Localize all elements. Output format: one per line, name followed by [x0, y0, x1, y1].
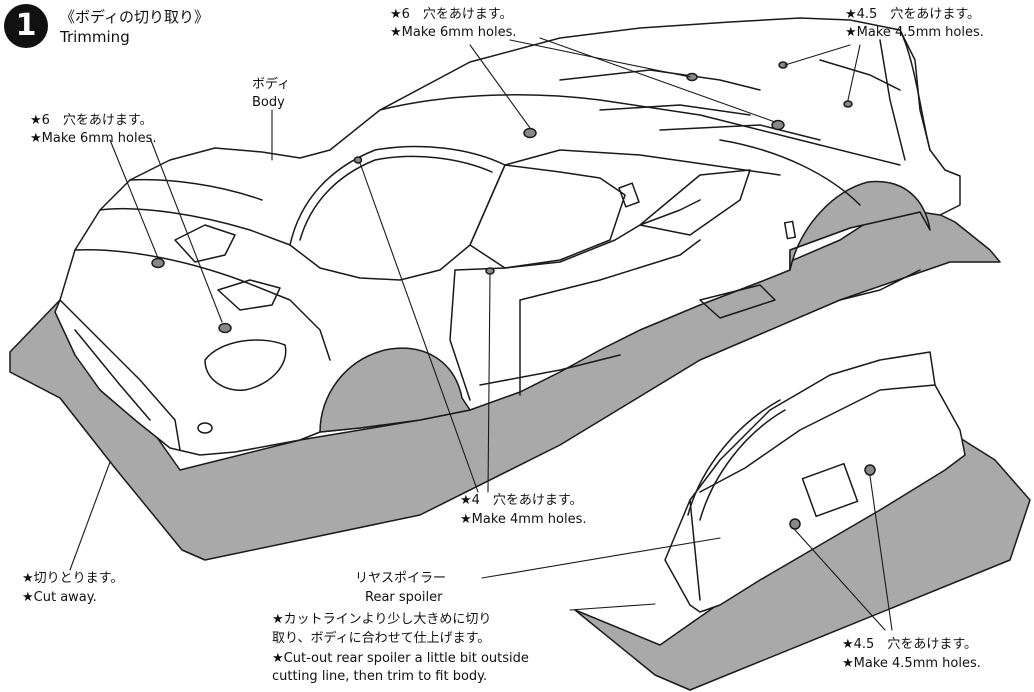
- cut-away-en: ★Cut away.: [22, 590, 97, 605]
- body-label-jp: ボディ: [252, 77, 291, 92]
- rear-spoiler-jp: リヤスポイラー: [355, 571, 447, 586]
- spoiler-note-jp-1: ★カットラインより少し大きめに切り: [272, 612, 492, 627]
- hole-4mm-2: [485, 267, 495, 275]
- right-top-holes-jp: ★4.5 穴をあけます。: [845, 7, 981, 22]
- body-shell: [54, 17, 961, 456]
- spoiler-note-en-2: cutting line, then trim to fit body.: [272, 669, 488, 684]
- hole-4.5mm-top-1: [778, 61, 788, 69]
- hole-4mm-1: [353, 156, 363, 164]
- mid-holes-jp: ★4 穴をあけます。: [460, 493, 583, 508]
- spoiler-hole-2: [789, 518, 801, 530]
- hood-vent-upper: [174, 224, 236, 263]
- headlight: [204, 339, 287, 391]
- rear-wheel-arch: [789, 180, 931, 271]
- spoiler-holes-en: ★Make 4.5mm holes.: [842, 656, 981, 671]
- left-holes-en: ★Make 6mm holes.: [30, 131, 157, 146]
- roof: [379, 94, 901, 166]
- spoiler-cut-area: [574, 437, 1031, 691]
- top-holes-en: ★Make 6mm holes.: [390, 25, 517, 40]
- hole-4.5mm-top-2: [843, 100, 853, 108]
- rear-spoiler-en: Rear spoiler: [365, 590, 443, 605]
- spoiler-note-jp-2: 取り、ボディに合わせて仕上げます。: [272, 631, 491, 646]
- spoiler-hole-1: [864, 464, 876, 476]
- fog-light: [197, 422, 213, 434]
- front-wheel-arch: [319, 347, 471, 433]
- spoiler-holes-jp: ★4.5 穴をあけます。: [842, 637, 978, 652]
- step-title-en: Trimming: [60, 28, 130, 46]
- hole-6mm-top-2: [771, 119, 785, 131]
- top-holes-jp: ★6 穴をあけます。: [390, 7, 513, 22]
- step-title-jp: 《ボディの切り取り》: [60, 8, 209, 26]
- hood-vent-lower: [217, 279, 281, 311]
- door-line: [454, 199, 701, 271]
- hole-6mm-left-2: [218, 322, 232, 334]
- body-label-en: Body: [252, 95, 285, 110]
- step-number-badge: 1: [4, 4, 48, 48]
- mid-holes-en: ★Make 4mm holes.: [460, 512, 587, 527]
- hole-6mm-top-1: [523, 127, 537, 139]
- side-intake: [639, 169, 751, 236]
- windshield-inner: [299, 155, 493, 241]
- hood: [99, 207, 291, 246]
- hole-6mm-top-3: [686, 72, 698, 82]
- rear-spoiler: [664, 351, 966, 613]
- cut-away-jp: ★切りとります。: [22, 571, 124, 586]
- spoiler-note-en-1: ★Cut-out rear spoiler a little bit outsi…: [272, 651, 529, 666]
- right-top-holes-en: ★Make 4.5mm holes.: [845, 25, 984, 40]
- left-holes-jp: ★6 穴をあけます。: [30, 113, 153, 128]
- hole-6mm-left-1: [151, 257, 165, 269]
